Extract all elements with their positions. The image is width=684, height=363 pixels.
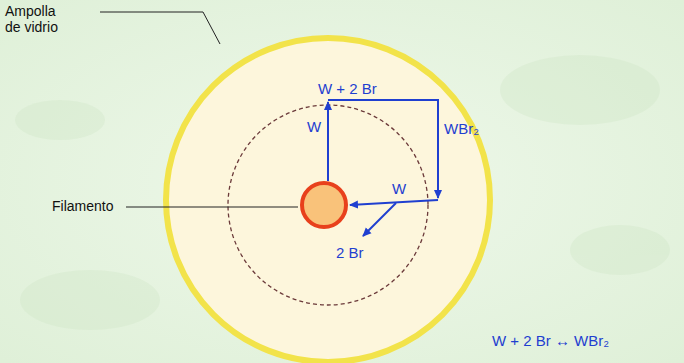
leader-line <box>100 12 220 44</box>
species-label: WBr₂ <box>444 120 479 137</box>
species-label: W <box>307 118 321 135</box>
cycle-arrows <box>328 99 438 236</box>
part-label: Ampolla de vidrio <box>5 3 67 35</box>
leader-line <box>126 207 298 208</box>
part-label: Filamento <box>52 198 113 214</box>
glass-bulb <box>166 38 490 362</box>
species-label: W <box>392 180 406 197</box>
filament <box>302 183 346 227</box>
equation-label: W + 2 Br ↔ WBr₂ <box>492 332 609 349</box>
species-label: 2 Br <box>336 244 364 261</box>
species-label: W + 2 Br <box>318 80 377 97</box>
